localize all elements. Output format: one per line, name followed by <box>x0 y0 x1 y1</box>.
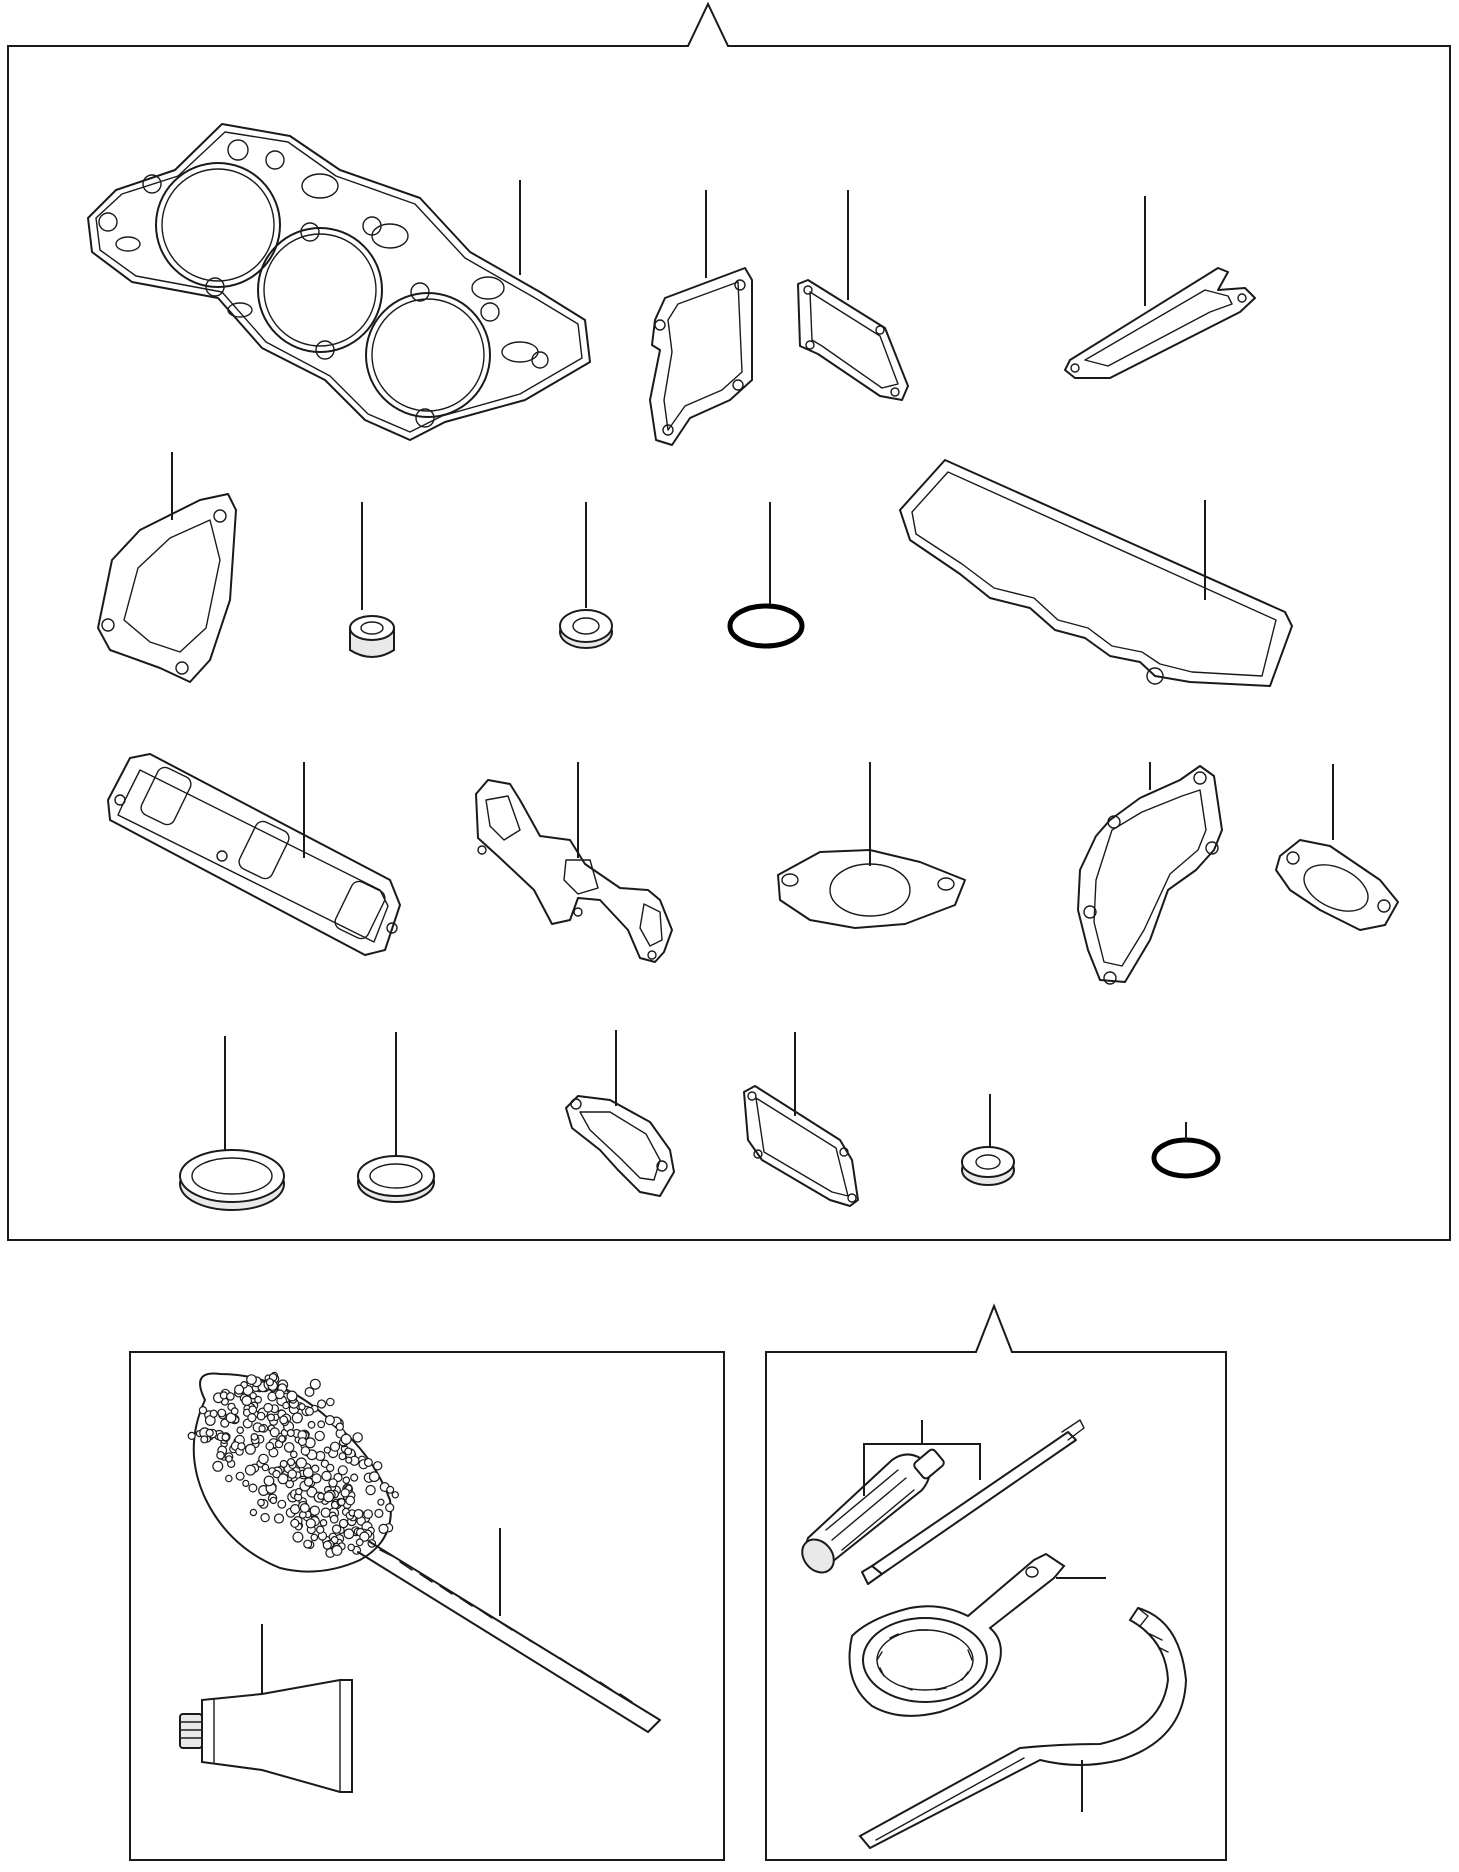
sealant-tube <box>179 1624 353 1793</box>
gasket-kit-frame <box>7 1 1451 1241</box>
brush-bristles <box>187 1371 399 1558</box>
hook-spanner <box>858 1606 1188 1850</box>
cover-gasket-c <box>565 1030 675 1197</box>
exhaust-manifold-gasket <box>475 762 673 963</box>
washer-a <box>559 502 613 649</box>
sealing-washer-medium <box>357 1032 435 1203</box>
tool-kit-panel <box>765 1303 1227 1861</box>
intake-manifold-gasket <box>107 753 401 956</box>
flange-gasket-a <box>97 452 237 683</box>
water-pump-gasket <box>1077 762 1223 985</box>
cylinder-brush <box>187 1371 661 1733</box>
oil-pan-gasket <box>1064 196 1256 379</box>
gasket-kit-panel <box>7 1 1451 1241</box>
o-ring-a <box>727 502 805 649</box>
cover-gasket-d <box>743 1032 859 1207</box>
cover-gasket-a <box>649 190 753 446</box>
o-ring-b <box>1151 1122 1221 1179</box>
thermostat-gasket <box>777 762 966 929</box>
cylinder-head-gasket <box>87 123 591 441</box>
valve-stem-seal <box>349 502 395 658</box>
cover-gasket-b <box>797 190 909 401</box>
sealing-washer-large <box>179 1036 285 1211</box>
valve-cover-gasket <box>899 459 1293 687</box>
washer-b <box>961 1094 1015 1186</box>
filter-wrench <box>848 1552 1106 1717</box>
cleaning-kit-frame <box>129 1351 725 1861</box>
screwdriver-set <box>801 1419 1085 1585</box>
cleaning-kit-panel <box>129 1351 725 1861</box>
tool-kit-frame <box>765 1303 1227 1861</box>
outlet-gasket <box>1275 764 1399 931</box>
